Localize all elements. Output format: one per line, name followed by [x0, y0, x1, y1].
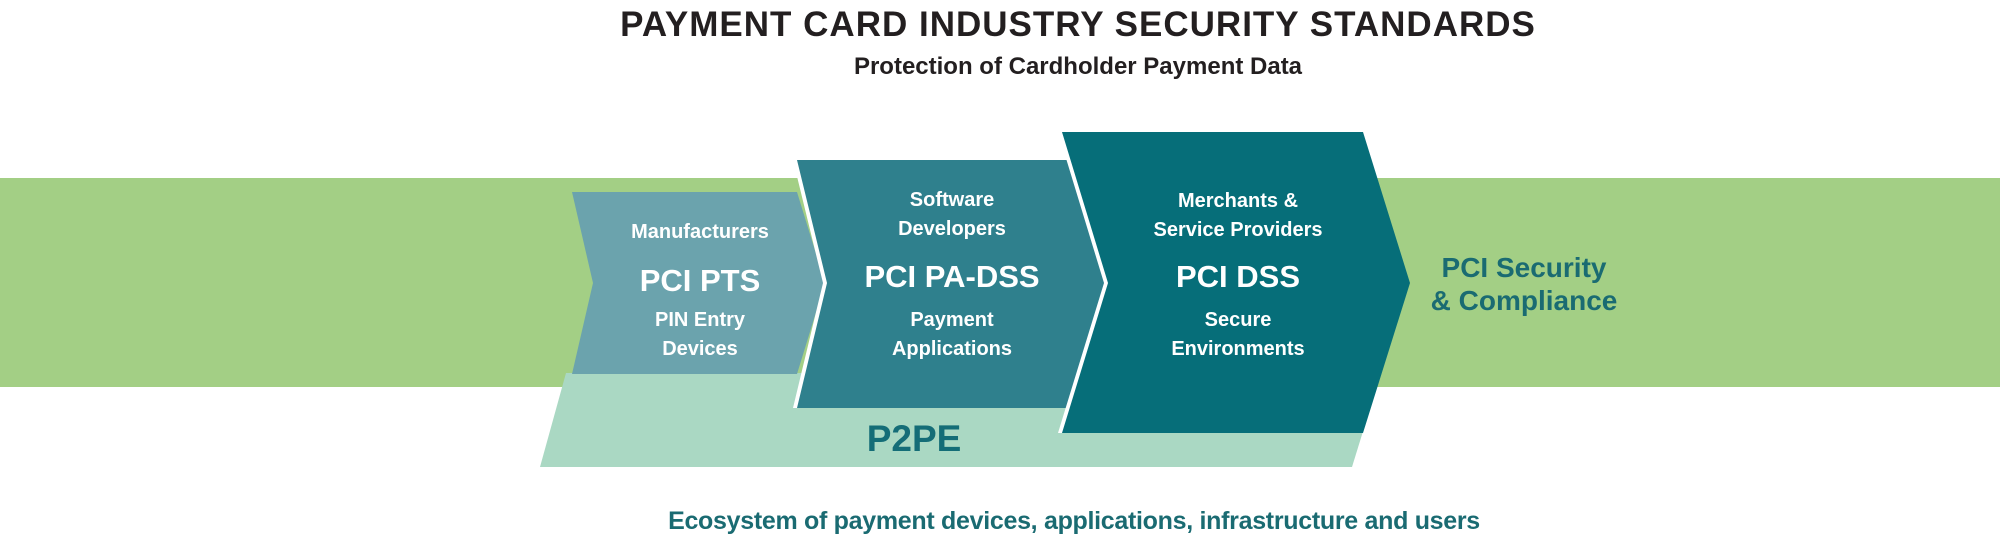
- dss-audience-line: Merchants &: [1177, 190, 1299, 212]
- pci-dss-arrow-shape: [1062, 132, 1410, 433]
- dss-scope-label: Secure Environments: [1113, 306, 1363, 364]
- dss-scope-line: Secure: [1204, 309, 1272, 331]
- dss-scope-line: Environments: [1171, 338, 1305, 360]
- pa-dss-scope-line: Applications: [891, 338, 1012, 360]
- pa-dss-audience-line: Developers: [898, 218, 1006, 240]
- pts-audience-line: Manufacturers: [631, 221, 769, 243]
- pci-pts-arrow-shape: [572, 192, 825, 374]
- pts-scope-line: PIN Entry: [654, 309, 746, 331]
- security-compliance-label: PCI Security & Compliance: [1404, 251, 1644, 317]
- pts-standard-name: PCI PTS: [639, 263, 761, 298]
- pa-dss-standard-name: PCI PA-DSS: [864, 259, 1040, 294]
- security-compliance-line: PCI Security: [1441, 252, 1607, 283]
- pts-scope-label: PIN Entry Devices: [575, 306, 825, 364]
- dss-audience-label: Merchants & Service Providers: [1113, 187, 1363, 245]
- pts-scope-line: Devices: [662, 338, 738, 360]
- security-compliance-line: & Compliance: [1430, 285, 1618, 316]
- dss-audience-line: Service Providers: [1153, 219, 1323, 241]
- pa-dss-scope-label: Payment Applications: [827, 306, 1077, 364]
- pa-dss-audience-label: Software Developers: [827, 186, 1077, 244]
- pts-audience-label: Manufacturers: [575, 218, 825, 247]
- pa-dss-scope-line: Payment: [910, 309, 994, 331]
- p2pe-label: P2PE: [866, 418, 962, 459]
- dss-standard-name: PCI DSS: [1175, 259, 1301, 294]
- ecosystem-caption: Ecosystem of payment devices, applicatio…: [668, 507, 1480, 535]
- page-title: PAYMENT CARD INDUSTRY SECURITY STANDARDS: [620, 5, 1536, 44]
- page-subtitle: Protection of Cardholder Payment Data: [853, 53, 1303, 80]
- pci-pa-dss-arrow-shape: [797, 160, 1107, 408]
- pa-dss-audience-line: Software: [909, 189, 995, 211]
